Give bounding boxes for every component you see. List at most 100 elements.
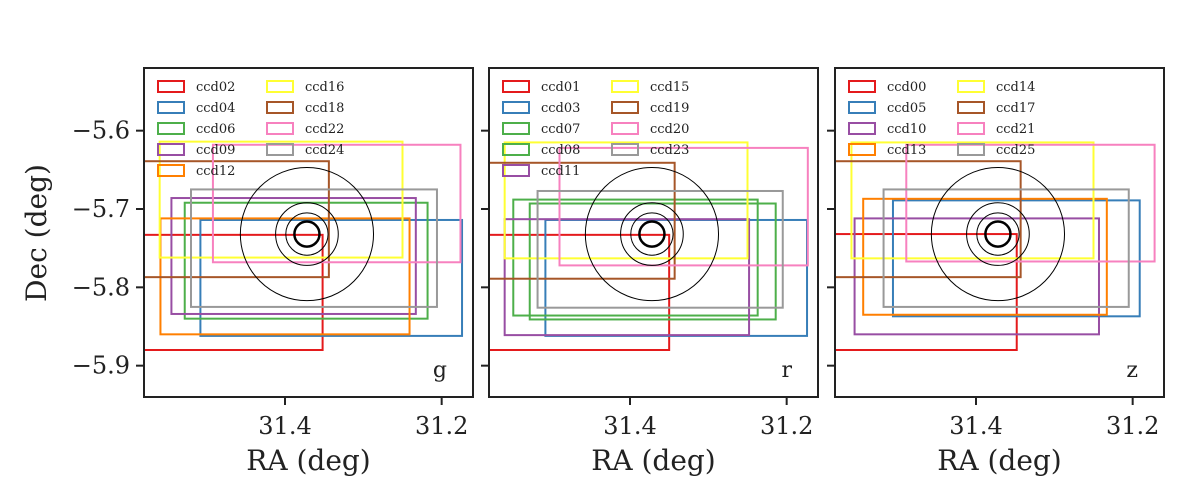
legend-swatch-ccd09: [157, 143, 185, 156]
legend-swatch-ccd02: [157, 80, 185, 93]
legend: ccd00 ccd05 ccd10 ccd13 ccd14 ccd17 ccd21 ccd25: [848, 80, 1035, 158]
legend-label-ccd04: ccd04: [196, 101, 235, 116]
legend-swatch-ccd12: [157, 164, 185, 177]
aperture-circle-1: [976, 212, 1020, 256]
target-circle: [638, 220, 666, 248]
legend-label-ccd23: ccd23: [650, 143, 689, 158]
ccd-footprint-ccd17: [835, 160, 1022, 279]
x-tick-label: 31.4: [949, 412, 1002, 440]
legend-label-ccd10: ccd10: [887, 122, 926, 137]
legend-label-ccd05: ccd05: [887, 101, 926, 116]
legend-label-ccd25: ccd25: [996, 143, 1035, 158]
legend-swatch-ccd10: [848, 122, 876, 135]
panel-z: 31.4 31.2 RA (deg) ccd00 ccd05 ccd10 ccd13 ccd1…: [827, 67, 1165, 477]
aperture-circle-3: [239, 166, 375, 302]
legend-swatch-ccd01: [502, 80, 530, 93]
y-tick-label: −5.7: [72, 195, 130, 223]
x-axis-label: RA (deg): [937, 444, 1061, 477]
legend-swatch-ccd20: [611, 122, 639, 135]
axes-frame: [488, 67, 819, 398]
legend-label-ccd21: ccd21: [996, 122, 1035, 137]
y-axis-label: Dec (deg): [20, 164, 53, 302]
ccd-footprint-ccd24: [190, 188, 438, 308]
aperture-circle-2: [620, 202, 684, 266]
ccd-footprint-ccd21: [905, 143, 1156, 263]
legend-swatch-ccd06: [157, 122, 185, 135]
ccd-footprint-ccd23: [536, 189, 784, 309]
legend: ccd01ccd03ccd07ccd08ccd11ccd15ccd19ccd20…: [502, 80, 689, 179]
legend-label-ccd06: ccd06: [196, 122, 235, 137]
ccd-footprint-ccd25: [882, 188, 1130, 308]
aperture-circle-3: [584, 166, 720, 302]
ccd-footprint-ccd20: [558, 146, 809, 267]
aperture-circle-2: [966, 202, 1030, 266]
legend-swatch-ccd23: [611, 143, 639, 156]
legend-label-ccd00: ccd00: [887, 80, 926, 95]
legend-swatch-ccd19: [611, 101, 639, 114]
legend-swatch-ccd14: [957, 80, 985, 93]
legend-swatch-ccd25: [957, 143, 985, 156]
ccd-footprint-ccd08: [528, 202, 777, 321]
aperture-circle-2: [275, 202, 339, 266]
legend-swatch-ccd04: [157, 101, 185, 114]
legend-label-ccd07: ccd07: [541, 122, 580, 137]
legend-swatch-ccd11: [502, 164, 530, 177]
legend-label-ccd24: ccd24: [305, 143, 344, 158]
legend-swatch-ccd07: [502, 122, 530, 135]
legend-label-ccd13: ccd13: [887, 143, 926, 158]
axes-frame: [834, 67, 1165, 398]
legend: ccd02ccd04ccd06ccd09ccd12ccd16ccd18ccd22…: [157, 80, 344, 179]
plot-area: [835, 141, 1156, 351]
aperture-circle-1: [285, 212, 329, 256]
ccd-footprint-ccd14: [850, 141, 1095, 260]
ccd-footprint-ccd22: [211, 143, 462, 264]
legend-label-ccd03: ccd03: [541, 101, 580, 116]
legend-label-ccd02: ccd02: [196, 80, 235, 95]
aperture-circle-3: [930, 166, 1066, 302]
band-label: g: [433, 358, 447, 383]
plot-area: [144, 140, 464, 352]
ccd-footprint-ccd18: [144, 160, 330, 279]
target-circle: [293, 220, 321, 248]
y-tick-label: −5.6: [72, 117, 130, 145]
ccd-footprint-ccd02: [144, 233, 324, 352]
x-tick-label: 31.2: [415, 412, 468, 440]
legend-swatch-ccd22: [266, 122, 294, 135]
legend-swatch-ccd16: [266, 80, 294, 93]
legend-swatch-ccd17: [957, 101, 985, 114]
legend-label-ccd08: ccd08: [541, 143, 580, 158]
legend-swatch-ccd08: [502, 143, 530, 156]
legend-swatch-ccd00: [848, 80, 876, 93]
band-label: r: [781, 358, 792, 383]
legend-label-ccd18: ccd18: [305, 101, 344, 116]
legend-label-ccd12: ccd12: [196, 164, 235, 179]
ccd-footprint-ccd15: [503, 141, 749, 260]
legend-label-ccd09: ccd09: [196, 143, 235, 158]
legend-swatch-ccd21: [957, 122, 985, 135]
legend-swatch-ccd05: [848, 101, 876, 114]
legend-label-ccd19: ccd19: [650, 101, 689, 116]
legend-label-ccd20: ccd20: [650, 122, 689, 137]
legend-label-ccd15: ccd15: [650, 80, 689, 95]
legend-label-ccd11: ccd11: [541, 164, 580, 179]
ccd-footprint-ccd19: [489, 161, 676, 280]
legend-label-ccd14: ccd14: [996, 80, 1035, 95]
target-circle: [984, 220, 1012, 248]
legend-swatch-ccd24: [266, 143, 294, 156]
ccd-footprint-ccd01: [489, 233, 671, 352]
band-label: z: [1126, 358, 1138, 383]
x-axis-label: RA (deg): [246, 444, 370, 477]
x-tick-label: 31.2: [1106, 412, 1159, 440]
x-axis-label: RA (deg): [591, 444, 715, 477]
legend-label-ccd17: ccd17: [996, 101, 1035, 116]
legend-swatch-ccd03: [502, 101, 530, 114]
legend-swatch-ccd18: [266, 101, 294, 114]
x-tick-label: 31.4: [258, 412, 311, 440]
ccd-footprint-ccd11: [503, 218, 751, 337]
y-tick-label: −5.9: [72, 352, 130, 380]
legend-swatch-ccd15: [611, 80, 639, 93]
aperture-circle-1: [630, 212, 674, 256]
